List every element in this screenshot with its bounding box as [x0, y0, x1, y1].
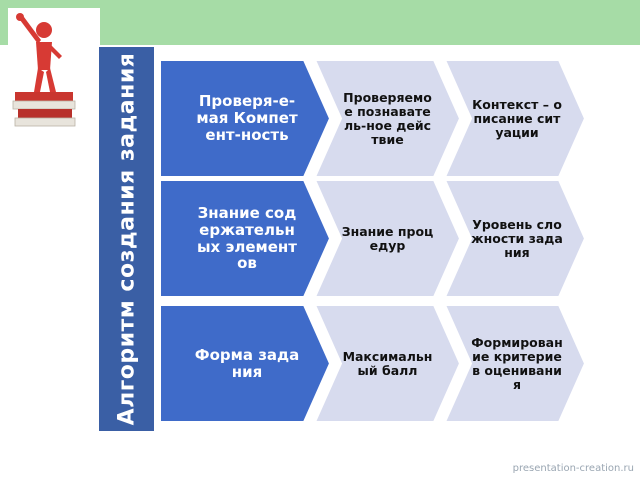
top-band	[0, 0, 640, 45]
chevron-layer	[160, 60, 587, 423]
chevron-shape	[443, 304, 587, 423]
footer-watermark: presentation-creation.ru	[512, 463, 634, 474]
vertical-title: Алгоритм создания задания	[114, 52, 139, 426]
chevron-shape	[313, 304, 462, 423]
chevron-shape	[443, 179, 587, 298]
chevron-shape	[160, 60, 332, 178]
chevron-label: Проверяемое познаватель-ное действие	[343, 89, 432, 147]
chevron-label: Формирование критериев оценивания	[471, 334, 563, 392]
chevron-shape	[443, 60, 587, 178]
chevron-label: Знание процедур	[341, 223, 434, 253]
chevron-label: Проверя-е-мая Компетент-ность	[196, 92, 298, 144]
chevron-label: Форма задания	[194, 345, 300, 381]
red-figure-on-books-icon	[8, 8, 100, 133]
chevron-label: Контекст – описание ситуации	[472, 96, 562, 140]
vertical-title-bar	[99, 47, 154, 431]
chevron-label: Знание содержательных элементов	[196, 203, 297, 273]
chevron-shape	[160, 179, 332, 298]
chevron-shape	[313, 179, 462, 298]
chevron-shape	[160, 304, 332, 423]
chevron-shape	[313, 60, 462, 178]
chevron-label: Максимальный балл	[342, 348, 433, 378]
chevron-label: Уровень сложности задания	[471, 216, 563, 260]
